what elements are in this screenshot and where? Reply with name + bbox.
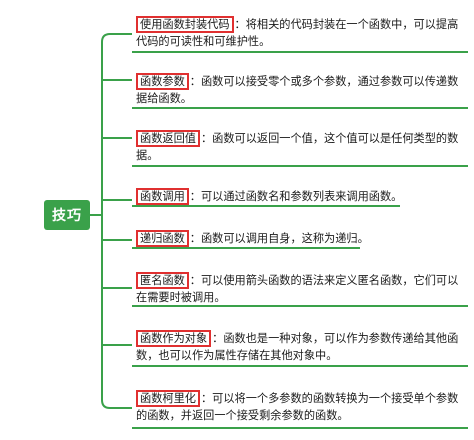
branch-separator: ： [189, 190, 201, 203]
branch-text: 函数也是一种对象，可以作为参数传递给其他函数，也可以作为属性存储在其他对象中。 [136, 332, 459, 362]
branch-separator: ： [189, 232, 201, 245]
branch-text: 可以使用箭头函数的语法来定义匿名函数，它们可以在需要时被调用。 [136, 274, 459, 304]
branch-keyword: 函数返回值 [136, 130, 200, 147]
branch-separator: ： [189, 75, 201, 88]
branch-recursion: 递归函数：函数可以调用自身，这称为递归。 [136, 230, 466, 247]
branch-separator: ： [234, 18, 246, 31]
branch-keyword: 函数柯里化 [136, 390, 200, 407]
branch-keyword: 使用函数封装代码 [136, 16, 234, 33]
branch-return-value: 函数返回值：函数可以返回一个值，这个值可以是任何类型的数据。 [136, 130, 466, 164]
branch-keyword: 函数参数 [136, 73, 189, 90]
branch-keyword: 函数作为对象 [136, 330, 212, 347]
branch-separator: ： [200, 132, 213, 145]
branch-text: 可以通过函数名和参数列表来调用函数。 [200, 190, 403, 203]
branch-separator: ： [200, 392, 213, 405]
branch-separator: ： [212, 332, 224, 345]
branch-text: 函数可以接受零个或多个参数，通过参数可以传递数据给函数。 [136, 75, 459, 105]
root-node: 技巧 [44, 200, 90, 230]
branch-text: 函数可以调用自身，这称为递归。 [200, 232, 369, 245]
branch-currying: 函数柯里化：可以将一个多参数的函数转换为一个接受单个参数的函数，并返回一个接受剩… [136, 390, 466, 424]
branch-keyword: 函数调用 [136, 188, 189, 205]
branch-encapsulation: 使用函数封装代码：将相关的代码封装在一个函数中，可以提高代码的可读性和可维护性。 [136, 16, 466, 50]
branch-parameters: 函数参数：函数可以接受零个或多个参数，通过参数可以传递数据给函数。 [136, 73, 466, 107]
branch-separator: ： [189, 274, 201, 287]
branch-anonymous-function: 匿名函数：可以使用箭头函数的语法来定义匿名函数，它们可以在需要时被调用。 [136, 272, 466, 306]
branch-keyword: 匿名函数 [136, 272, 189, 289]
branch-keyword: 递归函数 [136, 230, 189, 247]
branch-function-as-object: 函数作为对象：函数也是一种对象，可以作为参数传递给其他函数，也可以作为属性存储在… [136, 330, 466, 364]
branch-text: 函数可以返回一个值，这个值可以是任何类型的数据。 [136, 132, 459, 162]
branch-function-call: 函数调用：可以通过函数名和参数列表来调用函数。 [136, 188, 466, 205]
branch-text: 可以将一个多参数的函数转换为一个接受单个参数的函数，并返回一个接受剩余参数的函数… [136, 392, 459, 422]
branch-text: 将相关的代码封装在一个函数中，可以提高代码的可读性和可维护性。 [136, 18, 459, 48]
